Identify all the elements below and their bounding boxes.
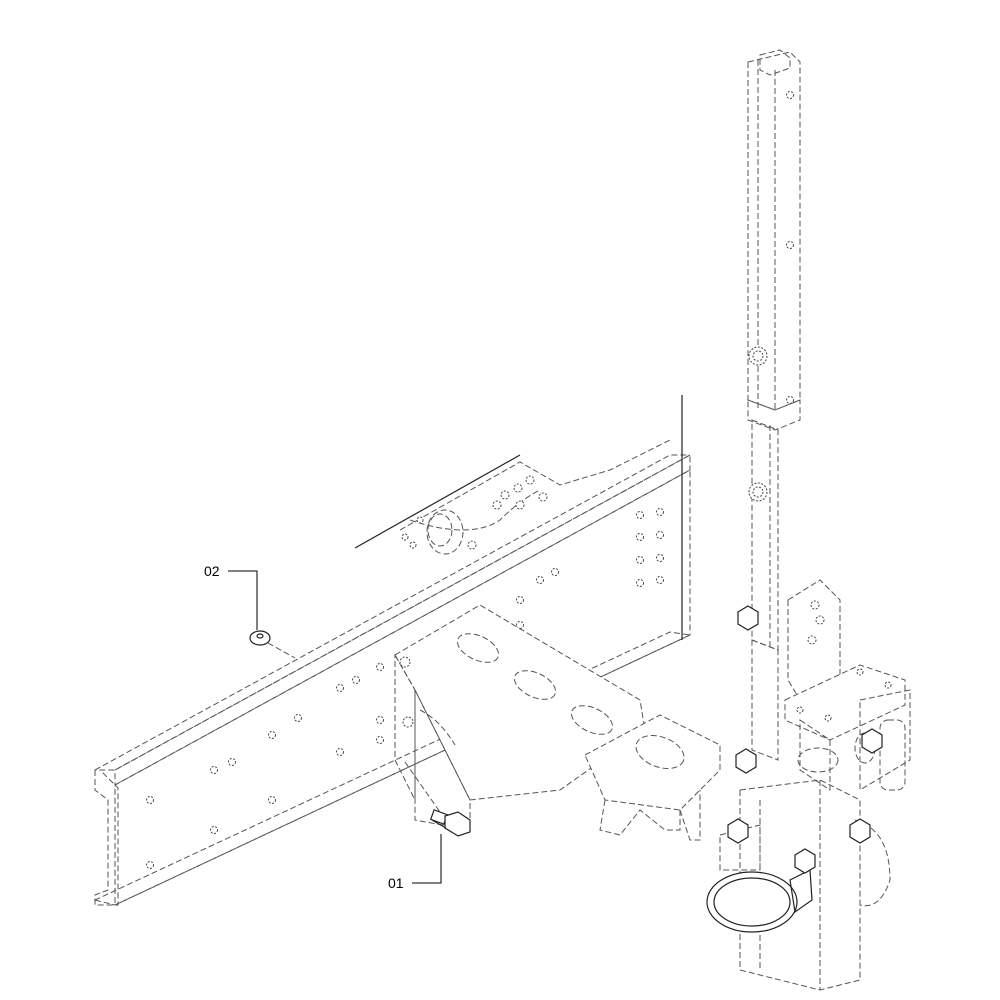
rail-holes bbox=[146, 508, 664, 869]
mounting-plate bbox=[584, 714, 721, 841]
callout-02: 02 bbox=[204, 563, 258, 630]
cross-member bbox=[354, 395, 683, 640]
bolt-part bbox=[404, 761, 471, 837]
callout-label-02: 02 bbox=[204, 563, 220, 579]
coupling-assembly bbox=[706, 579, 911, 991]
hex-nuts bbox=[727, 605, 883, 874]
callout-label-01: 01 bbox=[388, 875, 404, 891]
callout-01: 01 bbox=[388, 834, 442, 891]
mounting-bracket bbox=[394, 604, 646, 831]
washer-part bbox=[249, 630, 296, 659]
vertical-post bbox=[747, 49, 801, 761]
